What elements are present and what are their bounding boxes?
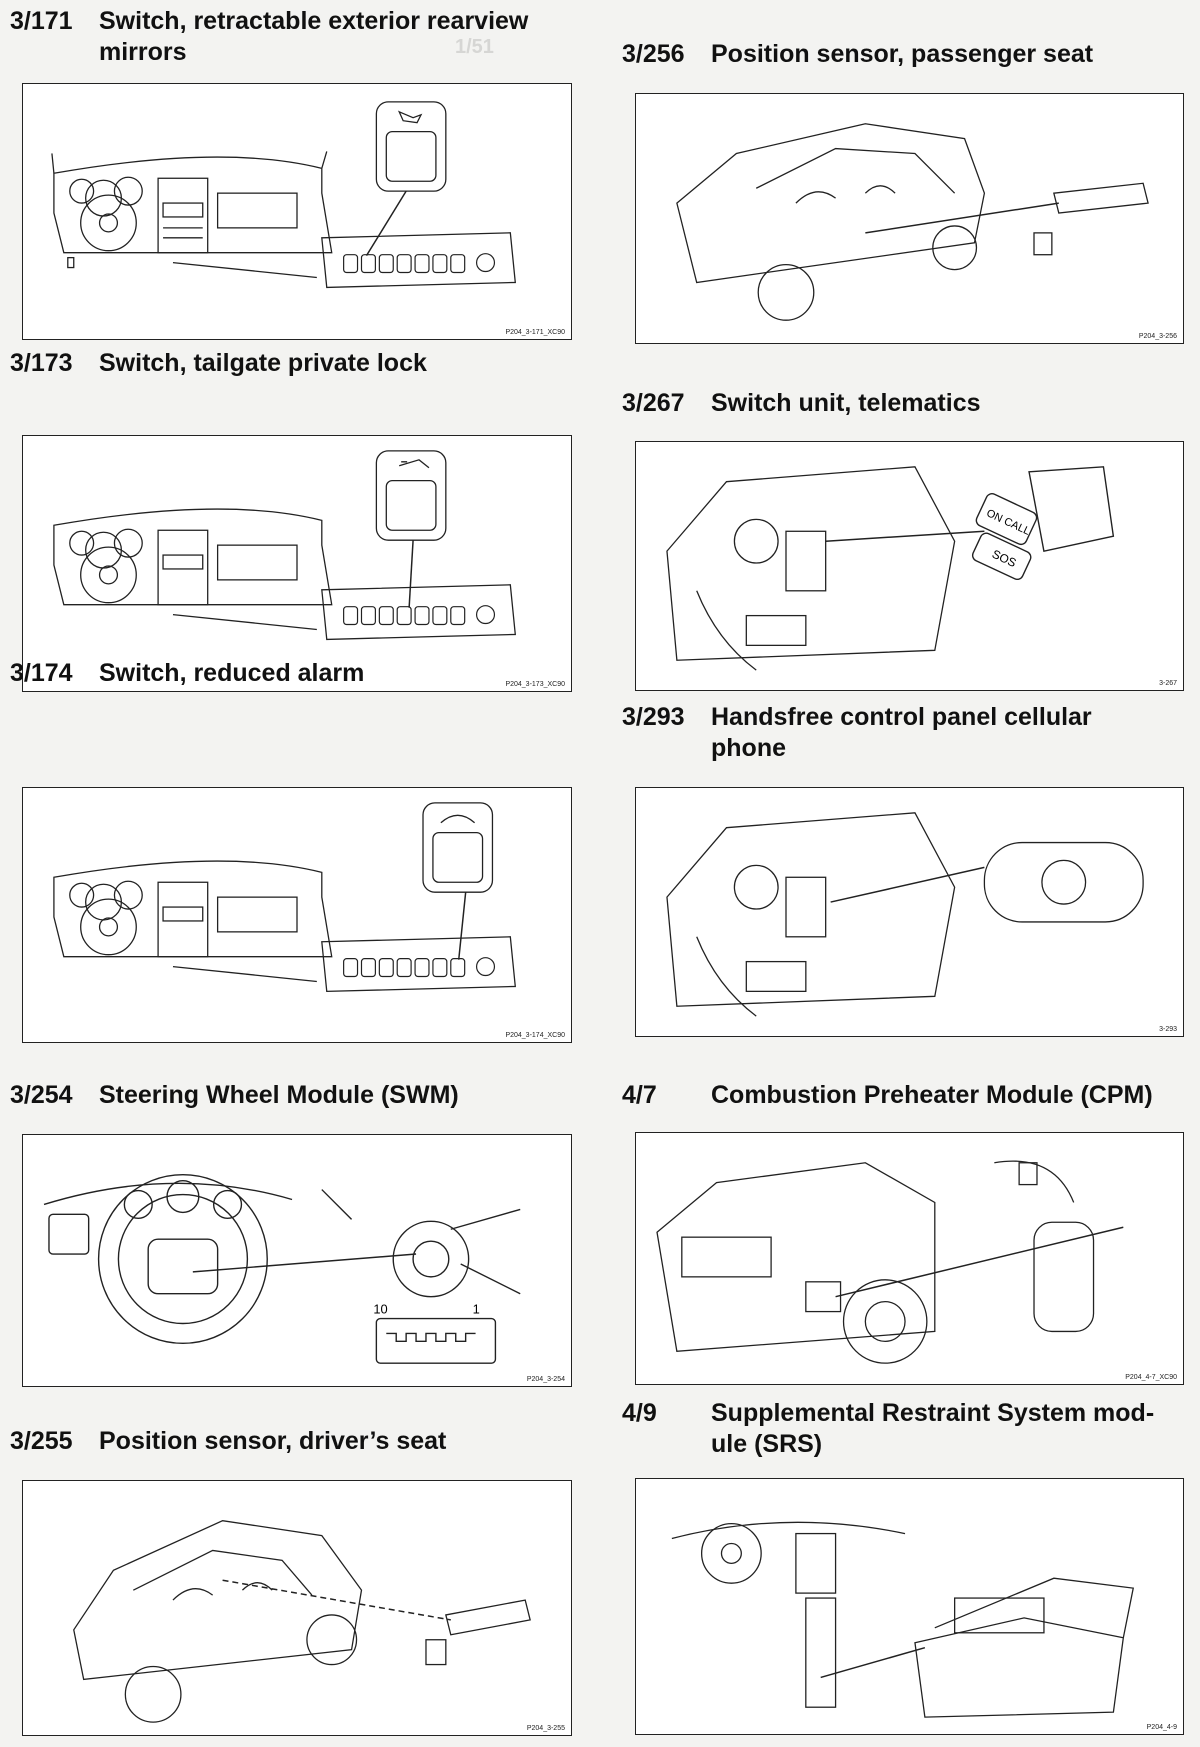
- figure-reference: P204_4-7_XC90: [1125, 1374, 1177, 1381]
- entry-title-line: Combustion Preheater Module (CPM): [711, 1081, 1153, 1109]
- figure-3-173: P204_3-173_XC90: [22, 435, 572, 692]
- entry-number: 3/256: [622, 40, 685, 68]
- steering-wheel-illustration: 10 1: [43, 1173, 521, 1364]
- figure-3-256: P204_3-256: [635, 93, 1184, 344]
- figure-reference: 3-267: [1159, 680, 1177, 687]
- figure-reference: P204_3-254: [526, 1376, 565, 1383]
- figure-4-9: P204_4-9: [635, 1478, 1184, 1735]
- figure-3-293: 3-293: [635, 787, 1184, 1037]
- figure-reference: 3-293: [1159, 1026, 1177, 1033]
- vehicle-cutaway-illustration: [676, 123, 1149, 321]
- figure-3-254: 10 1 P204_3-254: [22, 1134, 572, 1387]
- bleed-through-text: 1/51: [455, 36, 494, 58]
- entry-number: 3/255: [10, 1427, 73, 1455]
- srs-module-illustration: [671, 1521, 1135, 1718]
- interior-illustration: [666, 812, 1144, 1017]
- entry-title-line: Switch, tailgate private lock: [99, 349, 427, 377]
- entry-title-line: Supplemental Restraint System mod-: [711, 1399, 1155, 1427]
- entry-title-line: Steering Wheel Module (SWM): [99, 1081, 459, 1109]
- vehicle-cutaway-illustration: [73, 1520, 531, 1723]
- figure-3-255: P204_3-255: [22, 1480, 572, 1736]
- connector-pin-label: 1: [473, 1302, 480, 1317]
- entry-number: 3/254: [10, 1081, 73, 1109]
- dashboard-illustration: [53, 802, 516, 993]
- entry-number: 3/173: [10, 349, 73, 377]
- entry-number: 4/9: [622, 1399, 657, 1427]
- entry-title-line: Switch unit, telematics: [711, 389, 981, 417]
- figure-reference: P204_3-255: [526, 1725, 565, 1732]
- figure-reference: P204_3-171_XC90: [505, 329, 565, 336]
- figure-3-174: P204_3-174_XC90: [22, 787, 572, 1043]
- entry-title-line: ule (SRS): [711, 1430, 823, 1458]
- entry-title-line: Position sensor, passenger seat: [711, 40, 1094, 68]
- dashboard-illustration: [51, 101, 516, 289]
- entry-title-line: Switch, reduced alarm: [99, 659, 365, 687]
- interior-illustration: ON CALL SOS: [666, 466, 1115, 671]
- figure-4-7: P204_4-7_XC90: [635, 1132, 1184, 1385]
- entry-number: 3/171: [10, 7, 73, 35]
- entry-title-line: Handsfree control panel cellular: [711, 703, 1092, 731]
- entry-number: 3/174: [10, 659, 73, 687]
- figure-reference: P204_4-9: [1146, 1724, 1177, 1731]
- entry-title-line: phone: [711, 734, 786, 762]
- entry-title-line: mirrors: [99, 38, 187, 66]
- figure-reference: P204_3-174_XC90: [505, 1032, 565, 1039]
- entry-number: 3/267: [622, 389, 685, 417]
- figure-reference: P204_3-256: [1138, 333, 1177, 340]
- connector-pin-label: 10: [373, 1302, 387, 1317]
- figure-3-171: P204_3-171_XC90: [22, 83, 572, 340]
- entry-title-line: Switch, retractable exterior rearview: [99, 7, 529, 35]
- figure-reference: P204_3-173_XC90: [505, 681, 565, 688]
- figure-3-267: ON CALL SOS 3-267: [635, 441, 1184, 691]
- entry-title-line: Position sensor, driver’s seat: [99, 1427, 447, 1455]
- dashboard-illustration: [53, 450, 516, 641]
- vehicle-front-illustration: [656, 1160, 1124, 1364]
- entry-number: 4/7: [622, 1081, 657, 1109]
- entry-number: 3/293: [622, 703, 685, 731]
